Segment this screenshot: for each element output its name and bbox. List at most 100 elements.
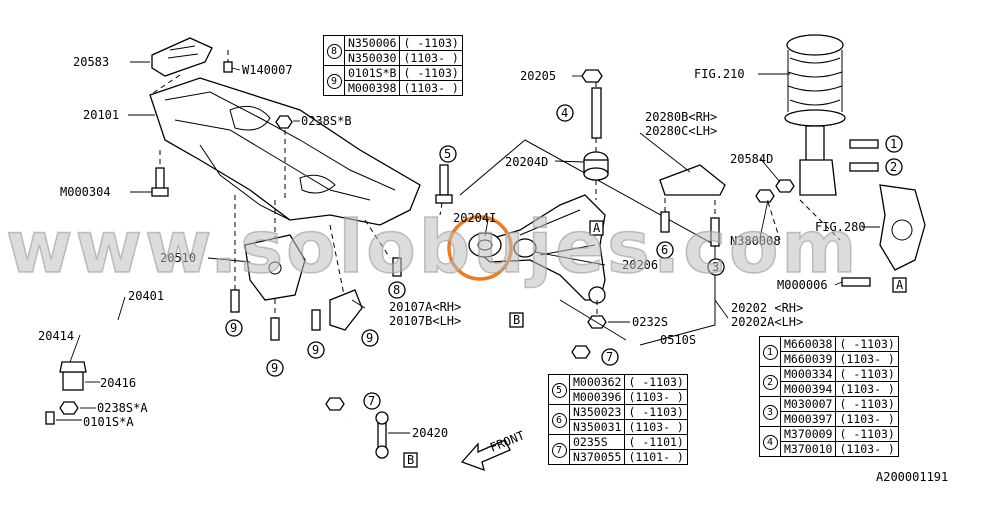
callout-4: 4 — [556, 104, 574, 122]
callout-2-text: 2 — [890, 160, 897, 174]
top-table-part-number: N350006 — [343, 35, 401, 51]
right-table-row: M660039(1103- ) — [760, 351, 899, 367]
bracket-20280 — [659, 164, 726, 196]
bottom-table-part-number: N370055 — [568, 449, 626, 465]
right-table-key-cell: 3 — [759, 396, 781, 427]
callout-9-d-text: 9 — [366, 331, 373, 345]
callout-7-b: 7 — [363, 392, 381, 410]
callout-9-d: 9 — [361, 329, 379, 347]
ref-box-b-2-text: B — [407, 453, 414, 467]
arm-bushing-20206 — [513, 238, 537, 258]
top-table-key-number: 9 — [326, 73, 342, 89]
right-table-key-number: 2 — [762, 374, 778, 390]
bolt-callout-5 — [435, 164, 453, 204]
bolt-0101s-a — [45, 411, 55, 425]
callout-5-text: 5 — [444, 147, 451, 161]
bottom-table-row: N350031(1103- ) — [549, 419, 688, 435]
label-20107b: 20107B<LH> — [389, 314, 461, 328]
right-table-date-range: (1103- ) — [835, 411, 899, 427]
callout-9-c: 9 — [307, 341, 325, 359]
bottom-table-date-range: ( -1101) — [624, 434, 688, 450]
bolt-callout-4 — [591, 87, 602, 139]
bushing-20204d — [583, 151, 609, 181]
label-20280c: 20280C<LH> — [645, 124, 717, 138]
bracket-20107 — [329, 289, 363, 331]
label-20280b: 20280B<RH> — [645, 110, 717, 124]
top-table-part-number: M000398 — [343, 80, 401, 96]
label-20204d: 20204D — [505, 155, 548, 169]
highlight-circle — [447, 215, 513, 281]
bottom-table-row: N370055(1101- ) — [549, 449, 688, 465]
label-20206: 20206 — [622, 258, 658, 272]
callout-2: 2 — [885, 158, 903, 176]
bottom-table-date-range: ( -1103) — [624, 404, 688, 420]
top-table-date-range: (1103- ) — [399, 50, 463, 66]
ref-box-b-2: B — [403, 452, 418, 468]
bracket-20414 — [59, 361, 87, 373]
right-table-key-number: 1 — [762, 344, 778, 360]
ref-box-a-2-text: A — [896, 278, 904, 292]
right-table-part-number: M370009 — [779, 426, 837, 442]
nut-0238s-a — [59, 401, 79, 415]
label-0510s: 0510S — [660, 333, 696, 347]
ref-box-b-1: B — [509, 312, 524, 328]
right-table-date-range: (1103- ) — [835, 351, 899, 367]
label-20107a: 20107A<RH> — [389, 300, 461, 314]
bracket-20510 — [244, 234, 306, 301]
bottom-table-key-cell: 6 — [548, 404, 570, 435]
right-table-date-range: ( -1103) — [835, 396, 899, 412]
right-table-key-number: 4 — [762, 434, 778, 450]
ref-box-a-1: A — [589, 220, 604, 236]
right-table-row: M000394(1103- ) — [760, 381, 899, 397]
bottom-table-key-number: 5 — [551, 382, 567, 398]
bottom-table-part-number: N350031 — [568, 419, 626, 435]
top-table-date-range: (1103- ) — [399, 80, 463, 96]
callout-3-text: 3 — [712, 260, 719, 274]
label-0101s-a: 0101S*A — [83, 415, 134, 429]
right-table-date-range: ( -1103) — [835, 366, 899, 382]
right-table-part-number: M370010 — [779, 441, 837, 457]
top-table-key-cell: 9 — [323, 65, 345, 96]
bolt-callout-1 — [849, 139, 879, 149]
label-w140007: W140007 — [242, 63, 293, 77]
callout-9-b: 9 — [266, 359, 284, 377]
bracket-20583 — [151, 37, 213, 77]
label-20584d: 20584D — [730, 152, 773, 166]
bottom-table-row: M000396(1103- ) — [549, 389, 688, 405]
ref-box-b-1-text: B — [513, 313, 520, 327]
label-0232s: 0232S — [632, 315, 668, 329]
callout-7: 7 — [601, 348, 619, 366]
bolt-callout-9-a — [230, 289, 240, 313]
ref-box-a-1-text: A — [593, 221, 601, 235]
top-table-row: N350030(1103- ) — [324, 50, 463, 66]
callout-9-a-text: 9 — [230, 321, 237, 335]
label-20202a: 20202A<LH> — [731, 315, 803, 329]
callout-6-text: 6 — [661, 243, 668, 257]
bottom-table-date-range: (1103- ) — [624, 389, 688, 405]
watermark: www.solobujes.com — [6, 205, 859, 289]
bottom-table-part-number: M000362 — [568, 374, 626, 390]
callout-1-text: 1 — [890, 137, 897, 151]
right-table-key-cell: 4 — [759, 426, 781, 457]
callout-3: 3 — [707, 258, 725, 276]
callout-9-b-text: 9 — [271, 361, 278, 375]
label-n380008: N380008 — [730, 234, 781, 248]
callout-5: 5 — [439, 145, 457, 163]
nut-callout-7 — [571, 345, 591, 359]
ref-box-a-2: A — [892, 277, 907, 293]
nut-n380008 — [755, 189, 775, 203]
bottom-table-key-cell: 7 — [548, 434, 570, 465]
right-table-key-number: 3 — [762, 404, 778, 420]
top-table-key-cell: 8 — [323, 35, 345, 66]
bottom-table-date-range: (1103- ) — [624, 419, 688, 435]
right-table-part-number: M660038 — [779, 336, 837, 352]
nut-0238s-b — [275, 115, 293, 129]
bolt-callout-3 — [710, 217, 720, 247]
